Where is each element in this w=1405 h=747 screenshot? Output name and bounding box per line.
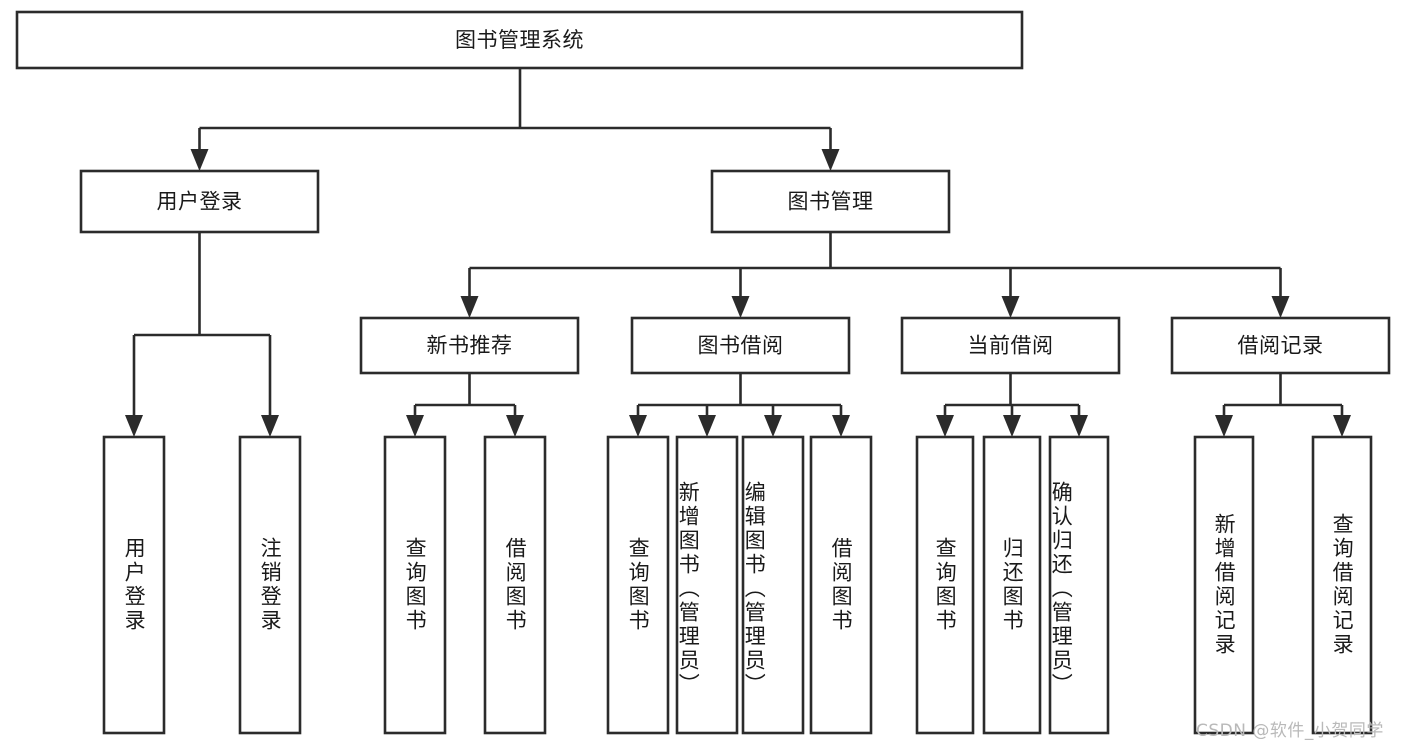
node-图书管理-l2-box[interactable] [710,169,951,234]
arrow-head-icon [629,415,647,437]
node-查询图书-leaf-box[interactable] [383,435,447,735]
arrow-head-icon [261,415,279,437]
arrow-head-icon [460,296,479,318]
arrow-head-icon [764,415,782,437]
node-确认归还管理员-leaf-box[interactable] [1048,435,1110,735]
node-图书借阅-l3-label: 图书借阅 [698,334,784,358]
node-借阅图书-leaf-box[interactable] [483,435,547,735]
node-借阅图书-leaf-box[interactable] [809,435,873,735]
boxes-layer [15,10,1391,735]
arrow-head-icon [1001,296,1020,318]
node-注销登录-leaf-box[interactable] [238,435,302,735]
node-图书管理系统-root-label: 图书管理系统 [455,28,584,52]
node-查询图书-leaf-box[interactable] [606,435,670,735]
node-用户登录-l2-label: 用户登录 [157,190,243,214]
arrow-head-icon [406,415,424,437]
node-当前借阅-l3-box[interactable] [900,316,1121,375]
node-归还图书-leaf-box[interactable] [982,435,1042,735]
node-借阅记录-l3-box[interactable] [1170,316,1391,375]
arrow-head-icon [190,149,209,171]
arrow-head-icon [506,415,524,437]
node-查询借阅记录-leaf-box[interactable] [1311,435,1373,735]
arrow-head-icon [1070,415,1088,437]
arrow-head-icon [936,415,954,437]
node-编辑图书管理员-leaf-box[interactable] [741,435,805,735]
node-查询图书-leaf-box[interactable] [915,435,975,735]
arrow-head-icon [1215,415,1233,437]
node-图书管理-l2-label: 图书管理 [788,190,874,214]
edges-layer [125,68,1351,437]
arrow-head-icon [1003,415,1021,437]
node-新增借阅记录-leaf-box[interactable] [1193,435,1255,735]
node-用户登录-l2-box[interactable] [79,169,320,234]
node-图书借阅-l3-box[interactable] [630,316,851,375]
node-新增图书管理员-leaf-box[interactable] [675,435,739,735]
node-图书管理系统-root-box[interactable] [15,10,1024,70]
node-当前借阅-l3-label: 当前借阅 [968,334,1054,358]
arrow-head-icon [731,296,750,318]
arrow-head-icon [1271,296,1290,318]
node-借阅记录-l3-label: 借阅记录 [1238,334,1324,358]
node-新书推荐-l3-label: 新书推荐 [427,334,513,358]
node-用户登录-leaf-box[interactable] [102,435,166,735]
node-新书推荐-l3-box[interactable] [359,316,580,375]
arrow-head-icon [125,415,143,437]
arrow-head-icon [1333,415,1351,437]
arrow-head-icon [698,415,716,437]
arrow-head-icon [821,149,840,171]
arrow-head-icon [832,415,850,437]
